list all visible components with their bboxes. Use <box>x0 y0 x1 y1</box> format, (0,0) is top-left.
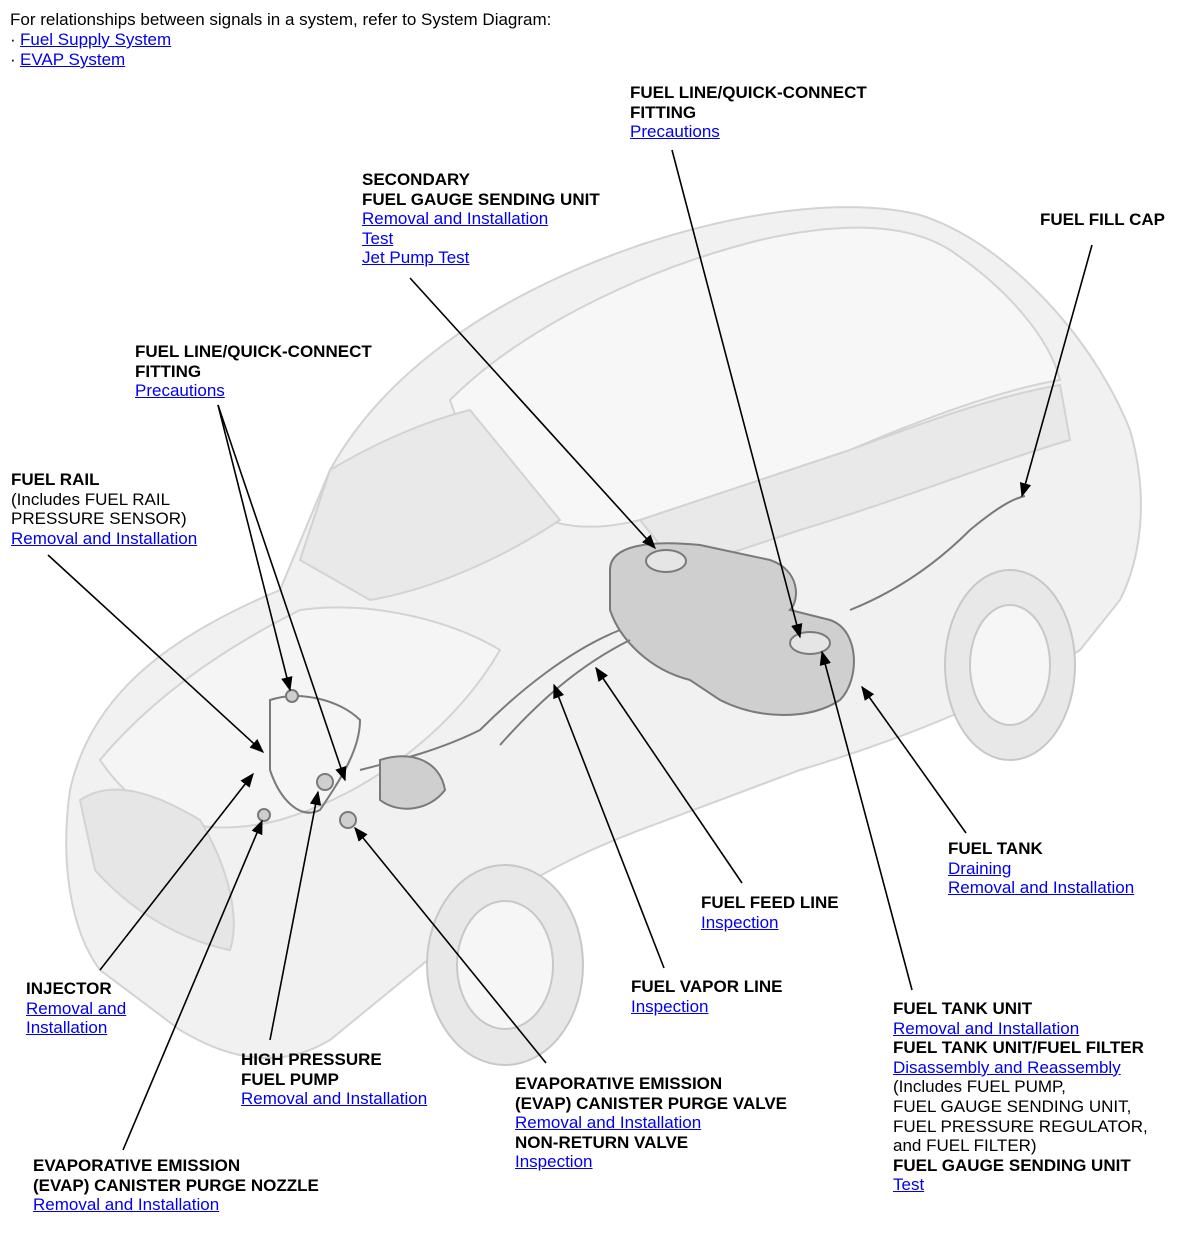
intro-block: For relationships between signals in a s… <box>10 10 551 70</box>
secondary-sending-unit-cover <box>645 549 687 573</box>
callout-title: FUEL GAUGE SENDING UNIT <box>893 1155 1131 1175</box>
installation-link[interactable]: Installation <box>26 1018 108 1038</box>
test-link[interactable]: Test <box>893 1175 925 1195</box>
disassembly-reassembly-link[interactable]: Disassembly and Reassembly <box>893 1057 1121 1077</box>
front-rim <box>456 900 554 1030</box>
callout-title: EVAPORATIVE EMISSION <box>33 1156 241 1175</box>
leader-fuel-tank-unit <box>819 650 913 991</box>
callout-title: SECONDARY <box>362 170 470 189</box>
leader-high-pressure-pump <box>269 790 322 1041</box>
fuel-supply-system-link[interactable]: Fuel Supply System <box>20 30 172 49</box>
high-pressure-pump-shape <box>316 773 334 791</box>
removal-installation-link[interactable]: Removal and Installation <box>241 1089 428 1109</box>
precautions-link[interactable]: Precautions <box>135 381 225 401</box>
callout-note: FUEL GAUGE SENDING UNIT, <box>893 1096 1132 1116</box>
fuel-tank-unit-cover <box>789 631 831 655</box>
precautions-link[interactable]: Precautions <box>630 122 720 142</box>
callout-injector: INJECTOR Removal and Installation <box>26 979 126 1038</box>
callout-title: FUEL FILL CAP <box>1040 210 1165 229</box>
wheels <box>426 569 1076 1066</box>
inspection-link[interactable]: Inspection <box>701 912 779 932</box>
jet-pump-test-link[interactable]: Jet Pump Test <box>362 248 470 268</box>
callout-note: PRESSURE SENSOR) <box>11 509 187 529</box>
purge-nozzle-shape <box>257 808 271 822</box>
purge-valve-shape <box>339 811 357 829</box>
filler-pipe-path <box>849 495 1026 611</box>
leader-fuel-line-left-2 <box>217 404 347 782</box>
callout-fuel-line-left: FUEL LINE/QUICK-CONNECT FITTING Precauti… <box>135 342 372 401</box>
leader-fuel-tank <box>861 685 967 834</box>
callout-note: (Includes FUEL PUMP, <box>893 1077 1066 1097</box>
callout-fuel-fill-cap: FUEL FILL CAP <box>1040 210 1165 230</box>
inspection-link[interactable]: Inspection <box>631 996 709 1016</box>
callout-title: (EVAP) CANISTER PURGE NOZZLE <box>33 1175 319 1195</box>
test-link[interactable]: Test <box>362 228 394 248</box>
leader-fuel-vapor-line <box>553 683 665 969</box>
vehicle-body <box>65 206 1142 1060</box>
removal-installation-link[interactable]: Removal and Installation <box>515 1113 702 1133</box>
intro-item: ·EVAP System <box>10 50 551 70</box>
removal-installation-link[interactable]: Removal and Installation <box>893 1018 1080 1038</box>
removal-installation-link[interactable]: Removal and Installation <box>362 209 549 229</box>
intro-item: ·Fuel Supply System <box>10 30 551 50</box>
inspection-link[interactable]: Inspection <box>515 1152 593 1172</box>
callout-fuel-rail: FUEL RAIL (Includes FUEL RAIL PRESSURE S… <box>11 470 197 548</box>
callout-title: (EVAP) CANISTER PURGE VALVE <box>515 1093 788 1113</box>
draining-link[interactable]: Draining <box>948 858 1012 878</box>
quick-connect-shape <box>285 689 299 703</box>
removal-installation-link[interactable]: Removal and <box>26 998 127 1018</box>
callout-title: FITTING <box>630 102 697 122</box>
leader-fuel-line-left-1 <box>217 404 293 692</box>
callout-title: FUEL TANK <box>948 839 1043 858</box>
callout-title: FUEL PUMP <box>241 1069 339 1089</box>
callout-title: FUEL RAIL <box>11 470 100 489</box>
callout-fuel-tank: FUEL TANK Draining Removal and Installat… <box>948 839 1134 898</box>
leader-fuel-rail <box>47 554 265 753</box>
callout-title: EVAPORATIVE EMISSION <box>515 1074 723 1093</box>
callout-title: NON-RETURN VALVE <box>515 1132 689 1152</box>
callout-title: FUEL LINE/QUICK-CONNECT <box>135 342 372 361</box>
rear-rim <box>969 604 1051 726</box>
callout-fuel-vapor-line: FUEL VAPOR LINE Inspection <box>631 977 782 1016</box>
leader-lines <box>47 149 1093 1151</box>
intro-text: For relationships between signals in a s… <box>10 10 552 29</box>
leader-evap-purge-nozzle <box>122 819 263 1151</box>
callout-title: FUEL LINE/QUICK-CONNECT <box>630 83 867 102</box>
leader-fuel-line-top <box>671 149 803 639</box>
callout-fuel-line-top: FUEL LINE/QUICK-CONNECT FITTING Precauti… <box>630 83 867 142</box>
callout-note: and FUEL FILTER) <box>893 1136 1037 1156</box>
callout-secondary-gauge: SECONDARY FUEL GAUGE SENDING UNIT Remova… <box>362 170 600 268</box>
callout-note: (Includes FUEL RAIL <box>11 489 171 509</box>
fuel-tank-shape <box>609 542 855 716</box>
removal-installation-link[interactable]: Removal and Installation <box>11 528 198 548</box>
evap-canister-shape <box>379 755 447 810</box>
callout-evap-purge-valve: EVAPORATIVE EMISSION (EVAP) CANISTER PUR… <box>515 1074 787 1172</box>
leader-fuel-feed-line <box>595 666 743 884</box>
callout-high-pressure-pump: HIGH PRESSURE FUEL PUMP Removal and Inst… <box>241 1050 427 1109</box>
callout-title: FITTING <box>135 361 202 381</box>
removal-installation-link[interactable]: Removal and Installation <box>33 1195 220 1215</box>
callout-evap-purge-nozzle: EVAPORATIVE EMISSION (EVAP) CANISTER PUR… <box>33 1156 319 1215</box>
removal-installation-link[interactable]: Removal and Installation <box>948 878 1135 898</box>
leader-evap-purge-valve <box>354 826 547 1064</box>
callout-title: FUEL TANK UNIT <box>893 999 1033 1018</box>
leader-fuel-fill-cap <box>1019 244 1093 498</box>
callout-note: FUEL PRESSURE REGULATOR, <box>893 1116 1148 1136</box>
callout-fuel-feed-line: FUEL FEED LINE Inspection <box>701 893 839 932</box>
evap-system-link[interactable]: EVAP System <box>20 50 126 69</box>
callout-title: FUEL TANK UNIT/FUEL FILTER <box>893 1038 1144 1058</box>
bullet: · <box>10 50 16 69</box>
callout-title: HIGH PRESSURE <box>241 1050 382 1069</box>
engine-harness-path <box>269 695 362 814</box>
callout-title: FUEL FEED LINE <box>701 893 839 912</box>
callout-title: FUEL GAUGE SENDING UNIT <box>362 189 600 209</box>
fuel-components <box>257 495 1026 829</box>
callout-title: INJECTOR <box>26 979 112 998</box>
leader-secondary-gauge <box>409 277 656 550</box>
leader-injector <box>99 772 254 971</box>
bullet: · <box>10 30 16 49</box>
callout-title: FUEL VAPOR LINE <box>631 977 783 996</box>
callout-fuel-tank-unit: FUEL TANK UNIT Removal and Installation … <box>893 999 1148 1195</box>
